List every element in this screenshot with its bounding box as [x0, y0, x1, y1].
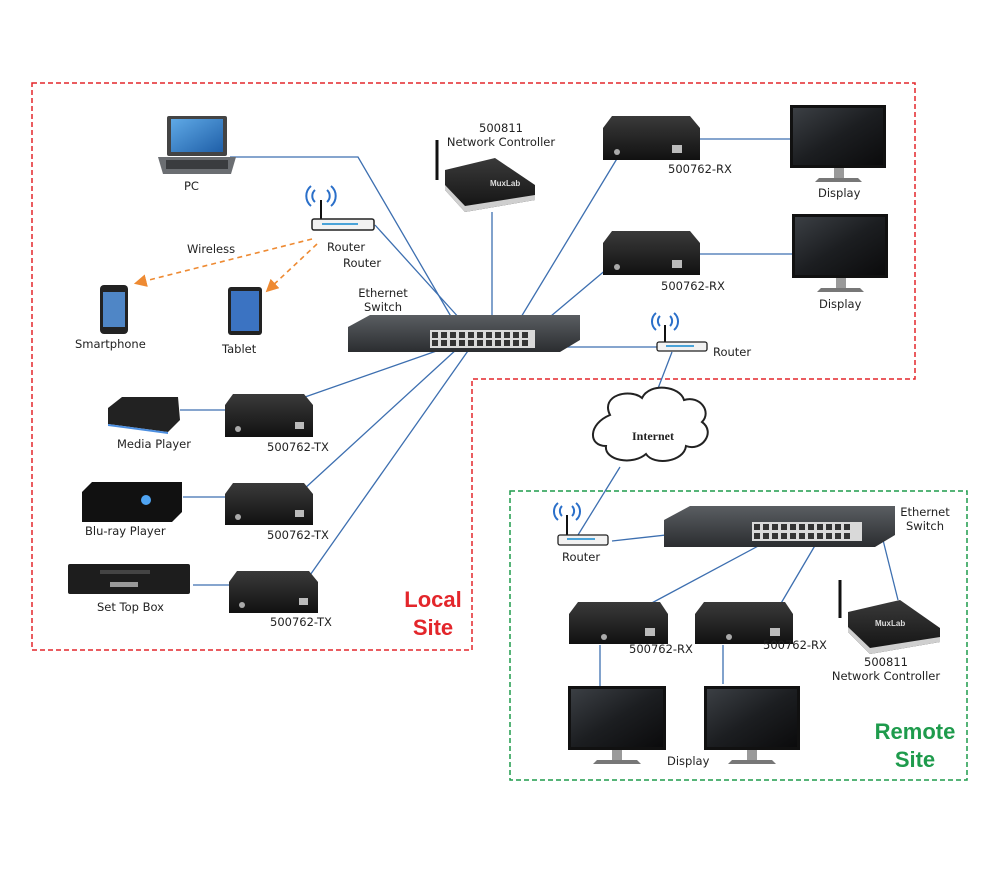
internet-cloud-icon — [592, 386, 709, 462]
link-pc-switch — [230, 156, 461, 333]
network-controller-name: Network Controller — [446, 135, 556, 149]
ethernet-switch-label: Ethernet Switch — [358, 286, 408, 314]
tx-transmitter-icon — [229, 571, 318, 613]
tx-label: 500762-TX — [270, 615, 332, 629]
rx-label: 500762-RX — [668, 162, 732, 176]
remote-network-controller-model: 500811 — [864, 655, 908, 669]
remote-ethernet-switch-label: Ethernet Switch — [900, 505, 950, 533]
remote-network-controller-label: 500811 Network Controller — [831, 655, 941, 683]
link-router-switch — [374, 224, 471, 331]
ethernet-switch-label-line1: Ethernet — [358, 286, 408, 300]
link-remote-switch-rx1 — [647, 536, 776, 606]
media-player-icon — [108, 397, 180, 434]
ethernet-switch-label-line2: Switch — [363, 300, 403, 314]
local-site-boundary — [31, 82, 916, 651]
svg-text:MuxLab: MuxLab — [490, 179, 520, 188]
media-player-label: Media Player — [117, 437, 191, 451]
wireless-router-icon — [305, 185, 375, 231]
ethernet-switch-icon — [664, 506, 895, 547]
link-internet-remote-router — [577, 466, 621, 536]
local-site-title-line1: Local — [404, 587, 462, 612]
display-label: Display — [819, 297, 862, 311]
remote-display-label: Display — [667, 754, 710, 768]
link-tx3-switch — [307, 347, 471, 579]
rx-receiver-icon — [695, 602, 793, 644]
router-label: Router — [327, 240, 366, 254]
internet-label: Internet — [632, 429, 674, 443]
link-remote-switch-controller — [881, 535, 899, 601]
router-label-duplicate: Router — [343, 256, 382, 270]
pc-label: PC — [184, 179, 199, 193]
remote-network-controller-name: Network Controller — [831, 669, 941, 683]
remote-ethernet-switch-label-line2: Switch — [905, 519, 945, 533]
network-controller-icon: MuxLab — [838, 580, 940, 654]
tablet-icon — [228, 287, 262, 335]
tx-label: 500762-TX — [267, 528, 329, 542]
display-label: Display — [818, 186, 861, 200]
display-monitor-icon — [792, 214, 888, 292]
local-site-title: Local Site — [400, 586, 466, 642]
rx-receiver-icon — [569, 602, 668, 644]
display-monitor-icon — [568, 686, 666, 764]
bluray-player-icon — [82, 482, 182, 522]
local-site-title-line2: Site — [412, 615, 454, 640]
rx-receiver-icon — [603, 116, 700, 160]
display-monitor-icon — [704, 686, 800, 764]
tx-transmitter-icon — [225, 394, 313, 437]
remote-site-title-line1: Remote — [874, 719, 956, 744]
remote-site-boundary — [509, 490, 968, 781]
remote-site-title: Remote Site — [868, 718, 962, 774]
remote-rx-label: 500762-RX — [629, 642, 693, 656]
laptop-icon — [158, 116, 236, 174]
rx-label: 500762-RX — [661, 279, 725, 293]
wireless-link-smartphone — [133, 238, 313, 287]
remote-router-label: Router — [562, 550, 601, 564]
rx-receiver-icon — [603, 231, 700, 275]
set-top-box-icon — [68, 564, 190, 594]
bluray-player-label: Blu-ray Player — [85, 524, 166, 538]
set-top-box-label: Set Top Box — [97, 600, 164, 614]
smartphone-label: Smartphone — [75, 337, 146, 351]
tablet-label: Tablet — [222, 342, 257, 356]
remote-rx-label: 500762-RX — [763, 638, 827, 652]
display-monitor-icon — [790, 105, 886, 182]
wireless-router-icon — [650, 312, 708, 352]
tx-label: 500762-TX — [267, 440, 329, 454]
network-controller-icon: MuxLab — [435, 140, 535, 212]
tx-transmitter-icon — [225, 483, 313, 525]
link-remote-switch-rx2 — [779, 536, 821, 606]
network-controller-model: 500811 — [479, 121, 523, 135]
remote-site-title-line2: Site — [894, 747, 936, 772]
remote-ethernet-switch-label-line1: Ethernet — [900, 505, 950, 519]
smartphone-icon — [100, 285, 128, 334]
link-tx1-switch — [304, 347, 446, 398]
link-rx1-switch — [511, 156, 619, 333]
svg-text:MuxLab: MuxLab — [875, 619, 905, 628]
wireless-link-tablet — [265, 243, 318, 293]
link-tx2-switch — [302, 347, 459, 491]
wireless-router-icon — [552, 502, 609, 546]
edge-router-label: Router — [713, 345, 752, 359]
ethernet-switch-icon — [348, 315, 580, 352]
network-controller-label: 500811 Network Controller — [446, 121, 556, 149]
wireless-label: Wireless — [187, 242, 236, 256]
